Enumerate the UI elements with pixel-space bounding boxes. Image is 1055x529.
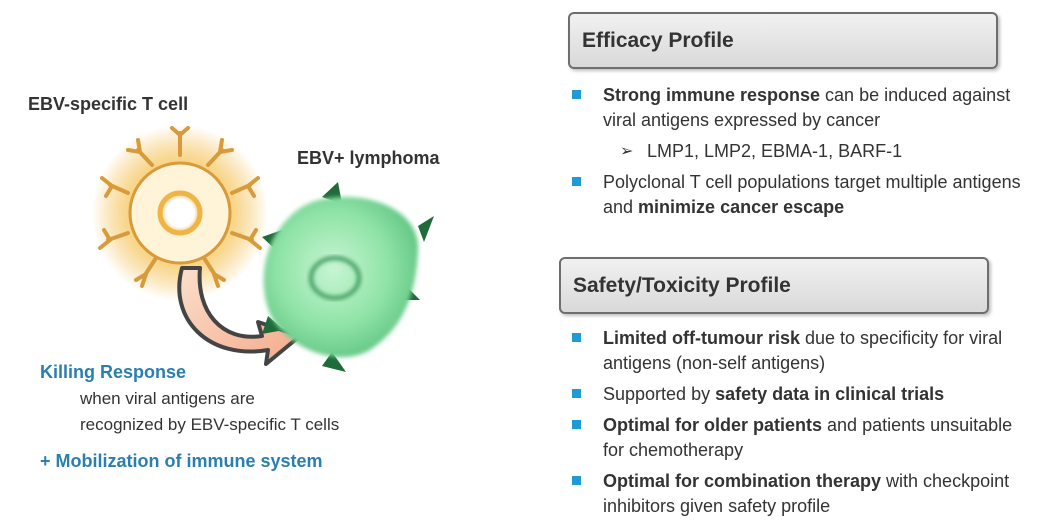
arrowhead-bullet-icon: ➢ bbox=[620, 143, 634, 160]
killing-response-title: Killing Response bbox=[40, 362, 187, 382]
bullet-square-icon bbox=[572, 420, 581, 429]
lymphoma-label: EBV+ lymphoma bbox=[297, 148, 440, 168]
efficacy-bullet-1-text: can be induced against viral antigens ex… bbox=[603, 85, 1011, 130]
bullet-square-icon bbox=[572, 389, 581, 398]
tcell-graphic bbox=[92, 125, 268, 301]
bullet-square-icon bbox=[572, 90, 581, 99]
safety-bullet-2-bold: safety data in clinical trials bbox=[715, 384, 945, 404]
efficacy-bullet-2-bold: minimize cancer escape bbox=[638, 197, 845, 217]
killing-arrow bbox=[177, 266, 302, 366]
safety-bullet-list: Limited off-tumour risk due to specifici… bbox=[572, 326, 1022, 525]
safety-bullet-2-text: Supported by bbox=[603, 384, 716, 404]
safety-profile-header: Safety/Toxicity Profile bbox=[559, 257, 989, 314]
bullet-square-icon bbox=[572, 177, 581, 186]
safety-bullet-3-bold: Optimal for older patients bbox=[603, 415, 823, 435]
safety-bullet-1: Limited off-tumour risk due to specifici… bbox=[572, 326, 1022, 376]
efficacy-sub-bullet-text: LMP1, LMP2, EBMA-1, BARF-1 bbox=[647, 141, 903, 161]
efficacy-profile-title: Efficacy Profile bbox=[582, 28, 734, 52]
efficacy-profile-header: Efficacy Profile bbox=[568, 12, 998, 69]
efficacy-bullet-2: Polyclonal T cell populations target mul… bbox=[572, 170, 1022, 220]
efficacy-sub-bullet: ➢ LMP1, LMP2, EBMA-1, BARF-1 bbox=[572, 139, 1022, 164]
safety-bullet-3: Optimal for older patients and patients … bbox=[572, 413, 1022, 463]
safety-profile-title: Safety/Toxicity Profile bbox=[573, 273, 791, 297]
safety-bullet-1-text: due to specificity for viral antigens (n… bbox=[603, 328, 1003, 373]
efficacy-bullet-2-text: Polyclonal T cell populations target mul… bbox=[603, 172, 1021, 217]
lymphoma-graphic bbox=[262, 182, 434, 372]
safety-bullet-2: Supported by safety data in clinical tri… bbox=[572, 382, 1022, 407]
mobilization-text: + Mobilization of immune system bbox=[40, 451, 323, 471]
efficacy-bullet-1-bold: Strong immune response bbox=[603, 85, 821, 105]
tcell-label: EBV-specific T cell bbox=[28, 94, 189, 114]
safety-bullet-4: Optimal for combination therapy with che… bbox=[572, 469, 1022, 519]
bullet-square-icon bbox=[572, 476, 581, 485]
safety-bullet-1-bold: Limited off-tumour risk bbox=[603, 328, 800, 348]
bullet-square-icon bbox=[572, 333, 581, 342]
safety-bullet-4-bold: Optimal for combination therapy bbox=[603, 471, 882, 491]
killing-desc-line-1: when viral antigens are bbox=[80, 389, 255, 408]
safety-bullet-3-text: and patients unsuitable for chemotherapy bbox=[603, 415, 1013, 460]
efficacy-bullet-1: Strong immune response can be induced ag… bbox=[572, 83, 1022, 133]
safety-bullet-4-text: with checkpoint inhibitors given safety … bbox=[603, 471, 1010, 516]
killing-desc-line-2: recognized by EBV-specific T cells bbox=[80, 415, 340, 434]
killing-response-description: when viral antigens are recognized by EB… bbox=[80, 386, 440, 438]
tcell-lymphoma-illustration bbox=[92, 125, 434, 372]
efficacy-bullet-list: Strong immune response can be induced ag… bbox=[572, 83, 1022, 226]
